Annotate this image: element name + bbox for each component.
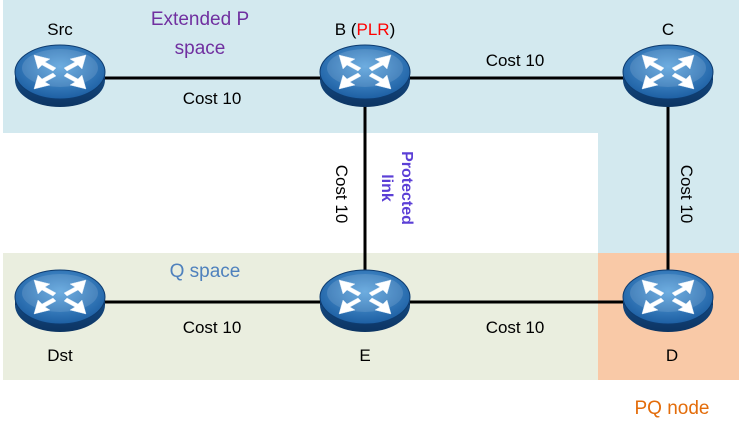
node-label-b: B (PLR) (335, 20, 395, 39)
router-icon (319, 269, 411, 333)
node-label-src: Src (47, 20, 73, 39)
router-icon (319, 44, 411, 108)
cost-label-src-b: Cost 10 (183, 89, 242, 108)
router-icon (14, 44, 106, 108)
node-label-e: E (359, 346, 370, 365)
node-label-dst: Dst (47, 346, 73, 365)
node-label-d: D (666, 346, 678, 365)
plr-label: PLR (356, 20, 389, 39)
cost-label-b-e: Cost 10 (332, 165, 351, 224)
cost-label-b-c: Cost 10 (486, 51, 545, 70)
protected-link-label-line1: Protected (398, 151, 415, 225)
q-space-region (3, 253, 598, 380)
protected-link-label-line2: link (378, 174, 395, 202)
router-icon (622, 44, 714, 108)
pq-node-label: PQ node (635, 398, 710, 419)
q-space-label: Q space (170, 261, 241, 282)
node-label-c: C (662, 20, 674, 39)
cost-label-e-d: Cost 10 (486, 318, 545, 337)
p-space-label-line2: space (175, 38, 226, 59)
router-icon (14, 269, 106, 333)
cost-label-c-d: Cost 10 (677, 165, 696, 224)
node-label-b-prefix: B ( (335, 20, 357, 39)
node-label-b-suffix: ) (390, 20, 396, 39)
router-icon (622, 269, 714, 333)
cost-label-dst-e: Cost 10 (183, 318, 242, 337)
p-space-label-line1: Extended P (151, 9, 249, 30)
